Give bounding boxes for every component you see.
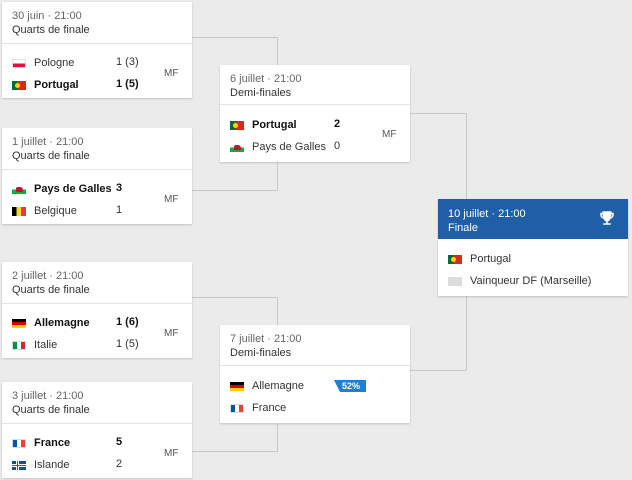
team-score: 1 (5) [116,338,139,350]
flag-france-icon [12,438,26,448]
final-header: 10 juillet · 21:00 Finale [438,199,628,239]
team-name: Italie [34,339,58,351]
flag-portugal-icon [230,120,244,130]
flag-iceland-icon [12,460,26,470]
match-stage: Quarts de finale [12,150,90,162]
team-score: 5 [116,436,123,448]
flag-wales-icon [12,184,26,194]
match-stage: Finale [448,222,478,234]
team-row: France [12,436,70,450]
team-row: Italie [12,338,57,352]
team-row: Allemagne [230,379,304,393]
team-name: Pays de Galles [252,141,326,153]
flag-portugal-icon [448,254,462,264]
match-date: 7 juillet · 21:00 [230,333,302,345]
match-status: MF [164,448,179,459]
bracket-connector [192,424,278,452]
win-probability-badge: 52% [334,380,367,392]
match-header: 6 juillet · 21:00 Demi-finales [220,65,410,105]
match-card-qf1[interactable]: 30 juin · 21:00 Quarts de finale Pologne… [2,2,192,98]
team-name: Portugal [470,253,511,265]
team-name: Belgique [34,205,77,217]
team-name: Allemagne [34,317,90,329]
bracket-connector [192,37,278,66]
match-status: MF [164,68,179,79]
bracket-connector [410,296,467,371]
match-stage: Demi-finales [230,347,292,359]
team-row: Belgique [12,204,77,218]
match-status: MF [382,129,397,140]
match-status: MF [164,328,179,339]
match-card-sf1[interactable]: 6 juillet · 21:00 Demi-finales Portugal … [220,65,410,162]
team-row: Portugal [12,78,79,92]
team-row: Allemagne [12,316,90,330]
team-row: France [230,401,286,415]
match-header: 2 juillet · 21:00 Quarts de finale [2,262,192,304]
team-score: 3 [116,182,123,194]
team-name: Allemagne [252,380,304,392]
flag-germany-icon [230,381,244,391]
match-date: 6 juillet · 21:00 [230,73,302,85]
match-date: 2 juillet · 21:00 [12,270,84,282]
match-date: 30 juin · 21:00 [12,10,82,22]
team-row: Pays de Galles [12,182,112,196]
match-header: 3 juillet · 21:00 Quarts de finale [2,382,192,424]
team-row: Pays de Galles [230,140,326,154]
team-score: 2 [116,458,123,470]
team-name: Islande [34,459,70,471]
bracket-connector [410,113,467,200]
team-name: Portugal [34,79,79,91]
match-date: 10 juillet · 21:00 [448,208,526,220]
flag-germany-icon [12,318,26,328]
team-score: 1 (6) [116,316,139,328]
placeholder-flag-icon [448,276,462,286]
team-row: Portugal [448,252,511,266]
match-date: 1 juillet · 21:00 [12,136,84,148]
trophy-icon [600,211,614,225]
flag-poland-icon [12,58,26,68]
match-stage: Quarts de finale [12,404,90,416]
match-header: 30 juin · 21:00 Quarts de finale [2,2,192,44]
match-card-final[interactable]: 10 juillet · 21:00 Finale Portugal Vainq… [438,199,628,296]
flag-wales-icon [230,142,244,152]
match-stage: Demi-finales [230,87,292,99]
match-card-qf3[interactable]: 2 juillet · 21:00 Quarts de finale Allem… [2,262,192,358]
team-row: Pologne [12,56,74,70]
team-score: 2 [334,118,341,130]
match-card-qf2[interactable]: 1 juillet · 21:00 Quarts de finale Pays … [2,128,192,224]
team-name: Vainqueur DF (Marseille) [470,275,592,287]
match-date: 3 juillet · 21:00 [12,390,84,402]
team-name: Portugal [252,119,297,131]
flag-france-icon [230,403,244,413]
match-stage: Quarts de finale [12,24,90,36]
team-row: Vainqueur DF (Marseille) [448,274,591,288]
match-card-sf2[interactable]: 7 juillet · 21:00 Demi-finales Allemagne… [220,325,410,423]
team-score: 1 (5) [116,78,139,90]
match-stage: Quarts de finale [12,284,90,296]
team-name: France [252,402,287,414]
team-score: 0 [334,140,341,152]
match-header: 1 juillet · 21:00 Quarts de finale [2,128,192,170]
match-card-qf4[interactable]: 3 juillet · 21:00 Quarts de finale Franc… [2,382,192,478]
team-name: Pays de Galles [34,183,112,195]
flag-belgium-icon [12,206,26,216]
flag-italy-icon [12,340,26,350]
team-score: 1 [116,204,123,216]
team-name: France [34,437,71,449]
team-name: Pologne [34,57,75,69]
match-header: 7 juillet · 21:00 Demi-finales [220,325,410,366]
flag-portugal-icon [12,80,26,90]
team-row: Portugal [230,118,297,132]
bracket-connector [192,163,278,191]
match-status: MF [164,194,179,205]
team-row: Islande [12,458,69,472]
team-score: 1 (3) [116,56,139,68]
bracket-connector [192,297,278,326]
